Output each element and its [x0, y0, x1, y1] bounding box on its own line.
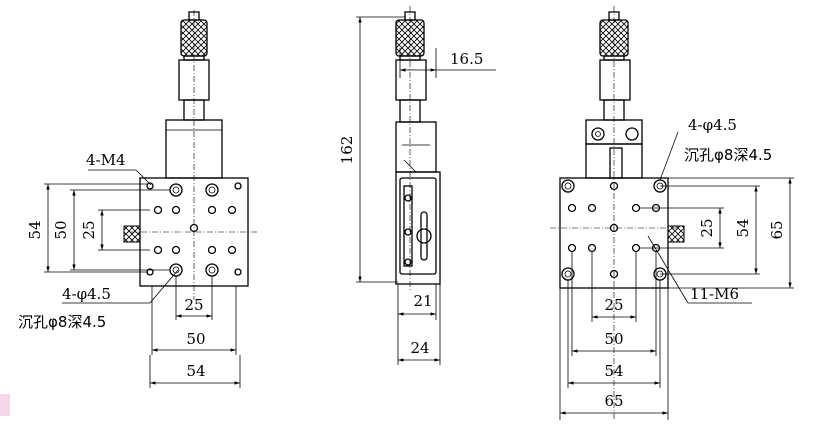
dim-vertical-rear: 25 54 65 — [640, 177, 794, 289]
rear-callout-m6: 11-M6 — [647, 235, 752, 304]
rear-callout-hole-label: 4-φ4.5 — [688, 116, 737, 134]
callout-counterbore-label: 沉孔φ8深4.5 — [18, 313, 106, 331]
dim-54-label: 54 — [26, 220, 44, 239]
dim-54h-label: 54 — [186, 362, 205, 380]
dim-50-label: 50 — [52, 220, 70, 239]
rear-dim-65v-label: 65 — [768, 220, 786, 239]
rear-dim-25v-label: 25 — [698, 218, 716, 237]
dim-16-5: 16.5 — [399, 48, 496, 78]
rear-callout-counterbore-label: 沉孔φ8深4.5 — [684, 146, 772, 164]
rear-dim-54h-label: 54 — [604, 362, 623, 380]
rear-view: 4-φ4.5 沉孔φ8深4.5 11-M6 25 54 65 — [550, 6, 794, 420]
micrometer-knob — [178, 10, 210, 300]
callout-hole: 4-φ4.5 沉孔φ8深4.5 — [18, 269, 179, 331]
side-view: 162 16.5 21 24 — [338, 6, 496, 365]
callout-m4-label: 4-M4 — [86, 151, 126, 169]
callout-m4: 4-M4 — [86, 151, 152, 186]
dim-24-label: 24 — [410, 339, 429, 357]
dim-horizontal-rear: 25 50 54 65 — [559, 252, 669, 420]
plate-holes — [146, 182, 242, 277]
rear-dim-65h-label: 65 — [604, 392, 623, 410]
dim-50h-label: 50 — [186, 330, 205, 348]
dim-side-bottom: 21 24 — [397, 284, 441, 365]
front-view: 4-M4 4-φ4.5 沉孔φ8深4.5 54 50 25 — [18, 10, 258, 388]
dim-162-label: 162 — [338, 136, 356, 165]
main-plate — [123, 177, 258, 287]
rear-dim-50h-label: 50 — [604, 330, 623, 348]
rear-callout-hole: 4-φ4.5 沉孔φ8深4.5 — [659, 116, 772, 181]
rear-callout-m6-label: 11-M6 — [690, 285, 739, 303]
dim-25h-label: 25 — [184, 296, 203, 314]
rear-dim-25h-label: 25 — [604, 296, 623, 314]
rear-dim-54v-label: 54 — [734, 218, 752, 237]
edge-fragment — [0, 394, 10, 416]
dim-16-5-label: 16.5 — [450, 50, 483, 68]
rear-knob — [599, 6, 631, 420]
rear-plate — [550, 177, 685, 289]
dim-162: 162 — [338, 16, 406, 283]
dim-21-label: 21 — [413, 292, 432, 310]
dim-horizontal-front: 25 50 54 — [149, 276, 241, 388]
dim-vertical-front: 54 50 25 — [26, 183, 170, 273]
dim-25v-label: 25 — [80, 220, 98, 239]
callout-hole-label: 4-φ4.5 — [62, 285, 111, 303]
side-block — [395, 121, 437, 173]
side-plate — [395, 171, 441, 285]
